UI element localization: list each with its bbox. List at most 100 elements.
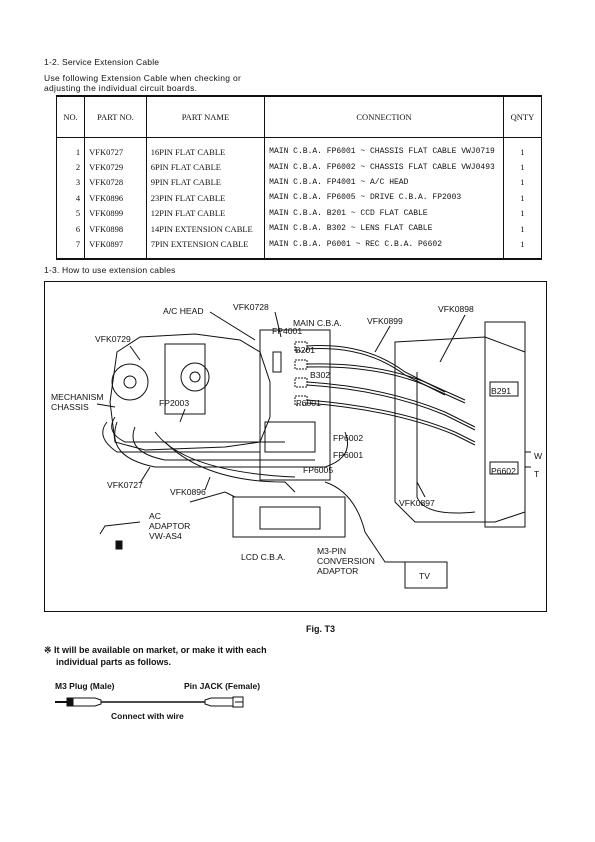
figure-t3-diagram: A/C HEAD VFK0728 MAIN C.B.A. VFK0899 VFK… bbox=[44, 281, 547, 612]
tv-cable bbox=[324, 481, 405, 563]
note-text: ※ It will be available on market, or mak… bbox=[44, 644, 324, 668]
label-ac-head: A/C HEAD bbox=[163, 306, 204, 316]
cell-connection: MAIN C.B.A. B302 ~ LENS FLAT CABLE bbox=[264, 220, 504, 237]
intro-line-2: adjusting the individual circuit boards. bbox=[44, 83, 198, 93]
label-vfk0727: VFK0727 bbox=[107, 480, 143, 490]
label-vw-as4: VW-AS4 bbox=[149, 531, 182, 541]
cell-no: 6 bbox=[55, 220, 86, 237]
label-vfk0897: VFK0897 bbox=[399, 498, 435, 508]
flat-cables bbox=[306, 345, 476, 446]
cell-qnty: 1 bbox=[502, 205, 543, 221]
leader-lines bbox=[96, 311, 466, 498]
header-connection: CONNECTION bbox=[264, 96, 504, 138]
table-row: 5 VFK0899 12PIN FLAT CABLE MAIN C.B.A. B… bbox=[55, 205, 543, 221]
header-qnty: QNTY bbox=[502, 96, 543, 138]
table-row: 4 VFK0896 23PIN FLAT CABLE MAIN C.B.A. F… bbox=[55, 190, 543, 206]
cell-qnty: 1 bbox=[502, 190, 543, 206]
cell-part-name: 7PIN EXTENSION CABLE bbox=[145, 236, 266, 259]
cell-part-name: 12PIN FLAT CABLE bbox=[145, 205, 266, 221]
connect-with-wire-label: Connect with wire bbox=[111, 711, 184, 721]
note-line-1: ※ It will be available on market, or mak… bbox=[44, 645, 267, 655]
cell-no: 4 bbox=[55, 190, 86, 206]
extension-cable-diagram: A/C HEAD VFK0728 MAIN C.B.A. VFK0899 VFK… bbox=[51, 302, 543, 589]
label-p6602: P6602 bbox=[491, 466, 516, 476]
extension-cable-table: NO. PART NO. PART NAME CONNECTION QNTY 1… bbox=[55, 95, 543, 260]
cell-qnty: 1 bbox=[502, 159, 543, 175]
intro-line-1: Use following Extension Cable when check… bbox=[44, 73, 242, 83]
mechanism-chassis-shape bbox=[102, 333, 285, 453]
cell-part-no: VFK0899 bbox=[84, 205, 147, 221]
section-title-1-3: 1-3. How to use extension cables bbox=[44, 265, 176, 275]
cell-part-no: VFK0897 bbox=[84, 236, 147, 259]
cell-qnty: 1 bbox=[502, 236, 543, 259]
table-row: 3 VFK0728 9PIN FLAT CABLE MAIN C.B.A. FP… bbox=[55, 174, 543, 191]
cell-part-name: 14PIN EXTENSION CABLE bbox=[145, 220, 266, 237]
section-title-1-2: 1-2. Service Extension Cable bbox=[44, 57, 160, 67]
cell-part-no: VFK0728 bbox=[84, 174, 147, 191]
cell-no: 3 bbox=[55, 174, 86, 191]
ac-plug-icon bbox=[115, 540, 123, 550]
label-fp2003: FP2003 bbox=[159, 398, 189, 408]
table-row: 7 VFK0897 7PIN EXTENSION CABLE MAIN C.B.… bbox=[55, 236, 543, 259]
header-part-name: PART NAME bbox=[145, 96, 266, 138]
label-fp6001: FP6001 bbox=[333, 450, 363, 460]
label-fp6005: FP6005 bbox=[303, 465, 333, 475]
cell-part-no: VFK0729 bbox=[84, 159, 147, 175]
cell-no: 2 bbox=[55, 159, 86, 175]
lcd-cba-shape bbox=[232, 496, 346, 538]
cell-connection: MAIN C.B.A. P6001 ~ REC C.B.A. P6602 bbox=[264, 236, 504, 259]
table-row: 1 VFK0727 16PIN FLAT CABLE MAIN C.B.A. F… bbox=[55, 137, 543, 160]
header-part-no: PART NO. bbox=[84, 96, 147, 138]
cell-connection: MAIN C.B.A. FP4001 ~ A/C HEAD bbox=[264, 174, 504, 191]
cell-connection: MAIN C.B.A. FP6002 ~ CHASSIS FLAT CABLE … bbox=[264, 159, 504, 175]
label-lcd-cba: LCD C.B.A. bbox=[241, 552, 285, 562]
cell-qnty: 1 bbox=[502, 174, 543, 191]
cell-no: 7 bbox=[55, 236, 86, 259]
label-fp4001: FP4001 bbox=[272, 326, 302, 336]
label-b302: B302 bbox=[310, 370, 330, 380]
cell-qnty: 1 bbox=[502, 220, 543, 237]
cell-qnty: 1 bbox=[502, 137, 543, 160]
label-ac: AC bbox=[149, 511, 161, 521]
label-main-cba: MAIN C.B.A. bbox=[293, 318, 342, 328]
m3-plug-label: M3 Plug (Male) bbox=[55, 681, 115, 691]
cell-connection: MAIN C.B.A. FP6001 ~ CHASSIS FLAT CABLE … bbox=[264, 137, 504, 160]
lcd-cba-inner bbox=[259, 506, 321, 530]
label-b201: B201 bbox=[295, 345, 315, 355]
cell-connection: MAIN C.B.A. FP6005 ~ DRIVE C.B.A. FP2003 bbox=[264, 190, 504, 206]
label-b291: B291 bbox=[491, 386, 511, 396]
label-chassis: CHASSIS bbox=[51, 402, 89, 412]
figure-caption: Fig. T3 bbox=[306, 624, 335, 634]
table-row: 2 VFK0729 6PIN FLAT CABLE MAIN C.B.A. FP… bbox=[55, 159, 543, 175]
label-vfk0729: VFK0729 bbox=[95, 334, 131, 344]
label-conversion: CONVERSION bbox=[317, 556, 375, 566]
label-mechanism: MECHANISM bbox=[51, 392, 104, 402]
label-w: W bbox=[534, 451, 543, 461]
cell-part-name: 23PIN FLAT CABLE bbox=[145, 190, 266, 206]
label-adaptor-2: ADAPTOR bbox=[317, 566, 358, 576]
label-t: T bbox=[534, 469, 540, 479]
cell-connection: MAIN C.B.A. B201 ~ CCD FLAT CABLE bbox=[264, 205, 504, 221]
pin-jack-label: Pin JACK (Female) bbox=[184, 681, 261, 691]
ac-cord bbox=[99, 521, 141, 535]
loop-cables bbox=[114, 421, 348, 493]
cell-no: 5 bbox=[55, 205, 86, 221]
table-row: 6 VFK0898 14PIN EXTENSION CABLE MAIN C.B… bbox=[55, 220, 543, 237]
m3-to-pin-cable-icon bbox=[55, 696, 244, 708]
label-vfk0728: VFK0728 bbox=[233, 302, 269, 312]
label-fp6002: FP6002 bbox=[333, 433, 363, 443]
intro-text: Use following Extension Cable when check… bbox=[44, 73, 294, 93]
rec-cba-shape bbox=[394, 321, 531, 528]
label-adaptor: ADAPTOR bbox=[149, 521, 190, 531]
cell-part-name: 9PIN FLAT CABLE bbox=[145, 174, 266, 191]
ac-adaptor-lead bbox=[189, 491, 236, 503]
note-line-2: individual parts as follows. bbox=[56, 657, 172, 667]
label-m3pin: M3-PIN bbox=[317, 546, 346, 556]
label-p6001: P6001 bbox=[296, 398, 321, 408]
cell-no: 1 bbox=[55, 137, 86, 160]
header-no: NO. bbox=[55, 96, 86, 138]
cell-part-name: 16PIN FLAT CABLE bbox=[145, 137, 266, 160]
label-tv: TV bbox=[419, 571, 430, 581]
cell-part-name: 6PIN FLAT CABLE bbox=[145, 159, 266, 175]
tv-box bbox=[404, 561, 448, 589]
